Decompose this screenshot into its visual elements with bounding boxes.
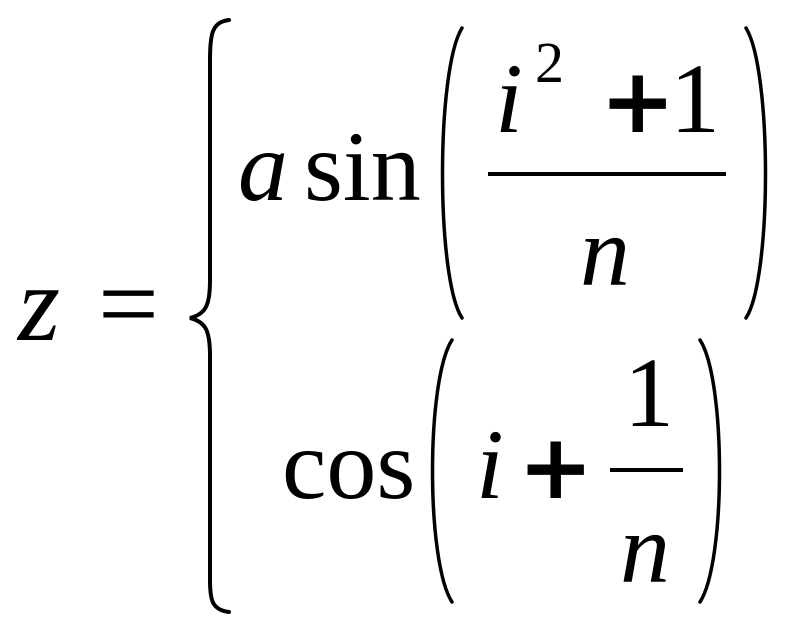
bottom-left-paren bbox=[430, 338, 454, 604]
bottom-plus: + bbox=[518, 415, 593, 520]
top-denominator-n: n bbox=[580, 196, 630, 307]
function-sin: sin bbox=[304, 111, 421, 222]
lhs-variable: z bbox=[16, 245, 60, 364]
function-cos: cos bbox=[282, 409, 415, 520]
numerator-const: 1 bbox=[670, 43, 720, 154]
top-left-paren bbox=[440, 26, 464, 320]
equals-sign: = bbox=[98, 245, 159, 364]
bottom-right-paren bbox=[698, 338, 722, 604]
left-curly-brace bbox=[189, 18, 231, 614]
bottom-denominator-n: n bbox=[620, 493, 670, 604]
numerator-plus: + bbox=[600, 49, 675, 154]
bottom-term-i: i bbox=[476, 409, 504, 520]
coefficient-a: a bbox=[238, 111, 288, 222]
bottom-numerator-1: 1 bbox=[624, 337, 674, 448]
numerator-base-i: i bbox=[495, 43, 523, 154]
numerator-exponent: 2 bbox=[535, 30, 564, 95]
top-right-paren bbox=[744, 26, 768, 320]
